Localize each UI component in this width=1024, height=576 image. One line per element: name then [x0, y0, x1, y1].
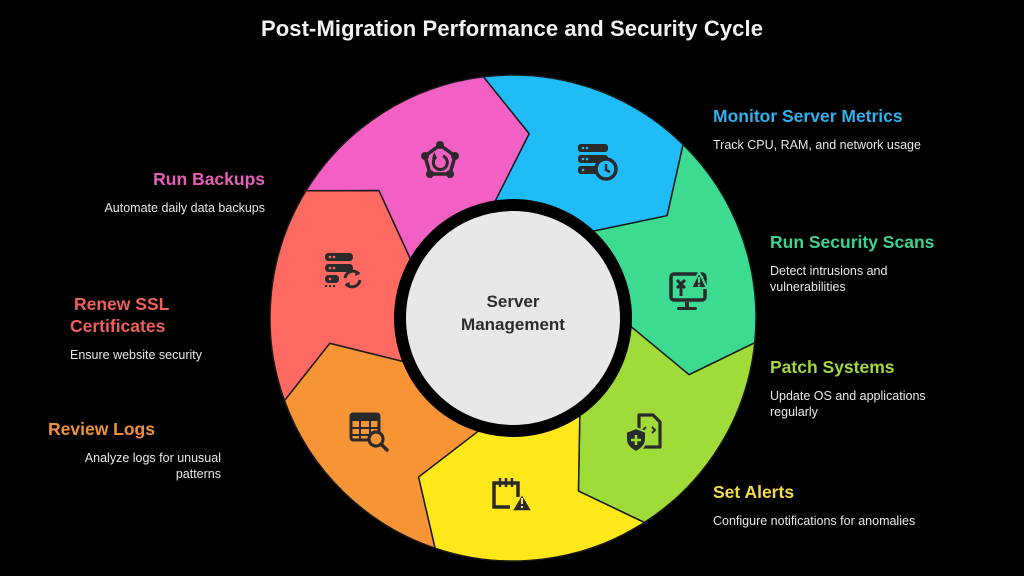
step-alerts: Set Alerts Configure notifications for a… — [713, 481, 915, 529]
step-scans: Run Security Scans Detect intrusions and… — [770, 231, 934, 295]
step-description: Update OS and applications regularly — [770, 388, 926, 420]
step-description: Ensure website security — [70, 348, 203, 362]
step-description: Track CPU, RAM, and network usage — [713, 138, 921, 152]
desc-line: Analyze logs for unusual — [84, 451, 221, 465]
desc-line: Detect intrusions and — [770, 264, 888, 278]
step-title: Patch Systems — [770, 357, 895, 377]
center-line-2: Management — [461, 315, 565, 334]
shield-code-file-icon — [625, 413, 662, 454]
step-patch: Patch Systems Update OS and applications… — [770, 356, 926, 420]
step-title: Renew SSL Certificates — [70, 293, 240, 337]
step-title: Set Alerts — [713, 482, 795, 502]
step-logs: Review Logs Analyze logs for unusual pat… — [48, 418, 221, 482]
backup-cycle-icon — [421, 141, 459, 178]
calendar-warning-icon — [492, 478, 534, 512]
server-clock-icon — [578, 144, 618, 181]
center-circle — [394, 199, 632, 437]
step-ssl: Renew SSL Certificates Ensure website se… — [70, 293, 240, 363]
title-line: Renew SSL — [74, 294, 170, 314]
desc-line: regularly — [770, 405, 818, 419]
step-description: Analyze logs for unusual patterns — [51, 450, 221, 482]
step-title: Run Backups — [153, 169, 265, 189]
title-line: Certificates — [70, 316, 166, 336]
desc-line: patterns — [175, 467, 221, 481]
table-search-icon — [349, 412, 389, 452]
desc-line: Update OS and applications — [770, 389, 926, 403]
desc-line: vulnerabilities — [770, 280, 846, 294]
center-line-1: Server — [486, 292, 540, 311]
step-monitor: Monitor Server Metrics Track CPU, RAM, a… — [713, 105, 921, 153]
diagram-title: Post-Migration Performance and Security … — [260, 16, 764, 41]
monitor-bug-warning-icon — [669, 269, 709, 310]
step-title: Review Logs — [48, 419, 155, 439]
step-description: Automate daily data backups — [104, 201, 265, 215]
center-label: Server Management — [413, 290, 613, 336]
step-description: Detect intrusions and vulnerabilities — [770, 263, 934, 295]
server-refresh-icon — [325, 253, 362, 289]
wheel-icons — [325, 141, 709, 512]
step-title: Run Security Scans — [770, 232, 935, 252]
step-backups: Run Backups Automate daily data backups — [45, 168, 265, 216]
step-description: Configure notifications for anomalies — [713, 514, 916, 528]
step-title: Monitor Server Metrics — [713, 106, 903, 126]
